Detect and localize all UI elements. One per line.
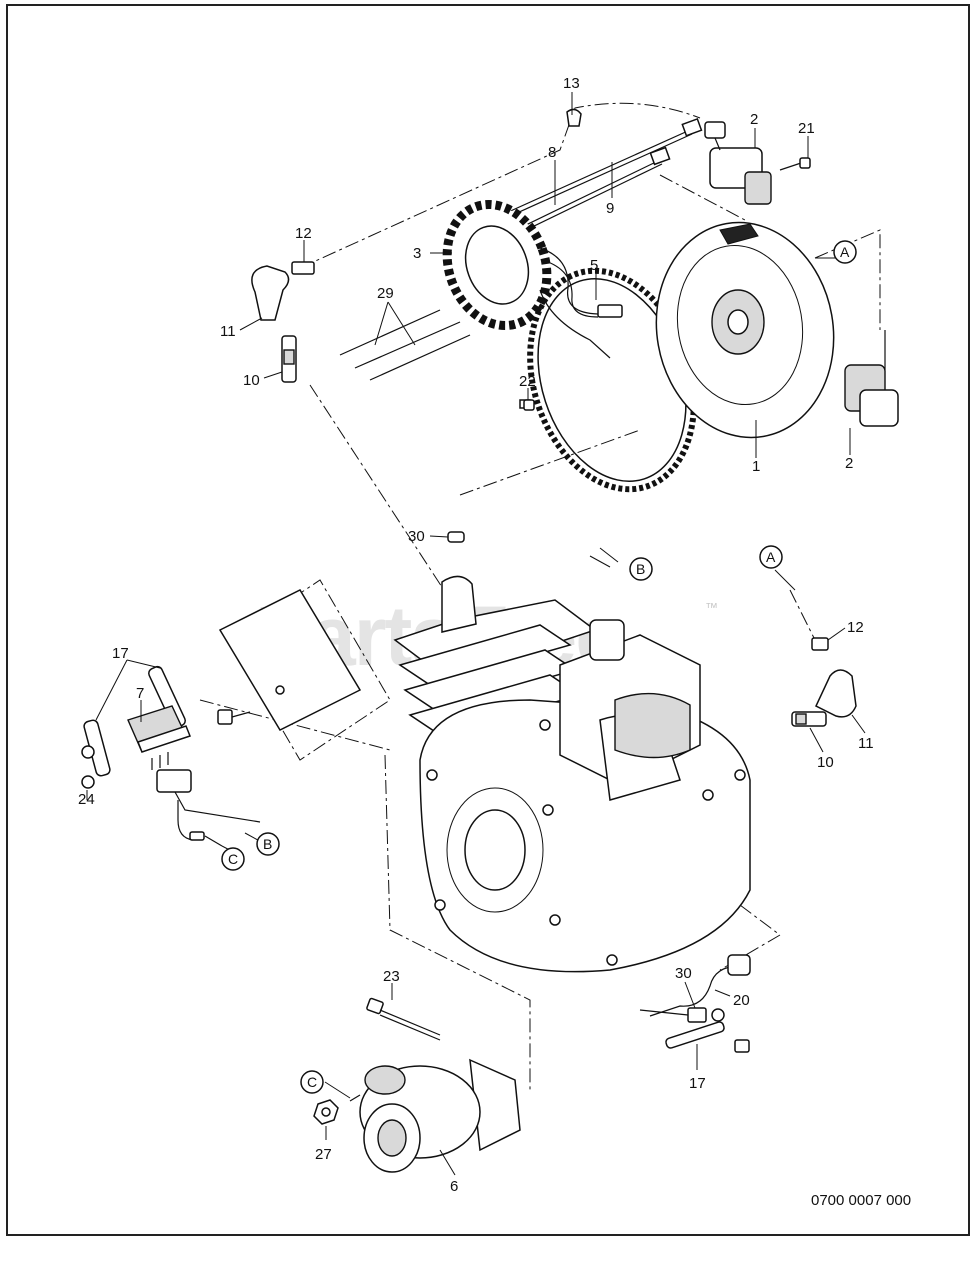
callout-29: 29 (377, 285, 394, 302)
connector-b-upper: B (629, 557, 653, 581)
callout-12-upper: 12 (295, 225, 312, 242)
voltage-regulator (81, 705, 191, 770)
high-tension-leads (489, 117, 703, 245)
ignition-coil-upper (704, 121, 811, 205)
cable-ties-29 (339, 301, 471, 381)
nut-27 (313, 1099, 339, 1125)
connector-a-upper: A (833, 240, 857, 264)
leader-lines (86, 92, 866, 1176)
callout-7: 7 (136, 685, 144, 702)
callout-2-lower: 2 (845, 455, 853, 472)
connector-markers: A A B B C C (221, 240, 857, 1094)
callout-10-lower: 10 (817, 754, 834, 771)
callout-30-lower: 30 (675, 965, 692, 982)
bolt-24 (81, 775, 95, 789)
svg-text:C: C (228, 851, 238, 867)
callout-12-lower: 12 (847, 619, 864, 636)
svg-text:B: B (263, 836, 272, 852)
stator (442, 199, 623, 409)
callout-labels: 13 2 21 8 9 12 5 29 11 10 22 3 1 2 30 17… (78, 75, 874, 1195)
callout-2-upper: 2 (750, 111, 758, 128)
callout-10-upper: 10 (243, 372, 260, 389)
engine-block (229, 575, 751, 973)
callout-11-upper: 11 (220, 323, 236, 340)
callout-22: 22 (519, 373, 536, 390)
callout-5: 5 (590, 257, 598, 274)
svg-text:B: B (636, 561, 645, 577)
callout-1: 1 (752, 458, 760, 475)
callout-21: 21 (798, 120, 815, 137)
ignition-coil-lower (844, 330, 899, 427)
dowel-pin-upper (447, 531, 465, 543)
callout-24: 24 (78, 791, 95, 808)
callout-30-upper: 30 (408, 528, 425, 545)
callout-6: 6 (450, 1178, 458, 1195)
svg-text:A: A (840, 244, 850, 260)
connector-c-left: C (221, 847, 245, 871)
lead-clip-13 (566, 108, 582, 127)
watermark-trademark: ™ (705, 600, 718, 615)
spark-plug-upper-assembly (251, 261, 315, 383)
callout-9: 9 (606, 200, 614, 217)
callout-23: 23 (383, 968, 400, 985)
connector-a-lower: A (759, 545, 783, 569)
starter-motor (349, 1058, 521, 1173)
spark-plug-lower-assembly (791, 637, 857, 727)
regulator-bracket (217, 589, 362, 731)
callout-11-lower: 11 (858, 735, 874, 752)
oil-sensor-assembly (639, 954, 751, 1053)
charging-harness (156, 769, 261, 847)
callout-3: 3 (413, 245, 421, 262)
diagram-reference-code: 0700 0007 000 (811, 1192, 911, 1209)
connector-c-starter: C (300, 1070, 324, 1094)
flywheel (655, 221, 835, 439)
callout-13: 13 (563, 75, 580, 92)
starter-bolt (366, 997, 441, 1041)
connector-b-lower: B (256, 832, 280, 856)
screw-22 (523, 399, 535, 411)
callout-27: 27 (315, 1146, 332, 1163)
svg-text:A: A (766, 549, 776, 565)
screw-21 (799, 157, 811, 169)
callout-17-upper: 17 (112, 645, 129, 662)
callout-8: 8 (548, 144, 556, 161)
callout-17-lower: 17 (689, 1075, 706, 1092)
svg-text:C: C (307, 1074, 317, 1090)
callout-20: 20 (733, 992, 750, 1009)
